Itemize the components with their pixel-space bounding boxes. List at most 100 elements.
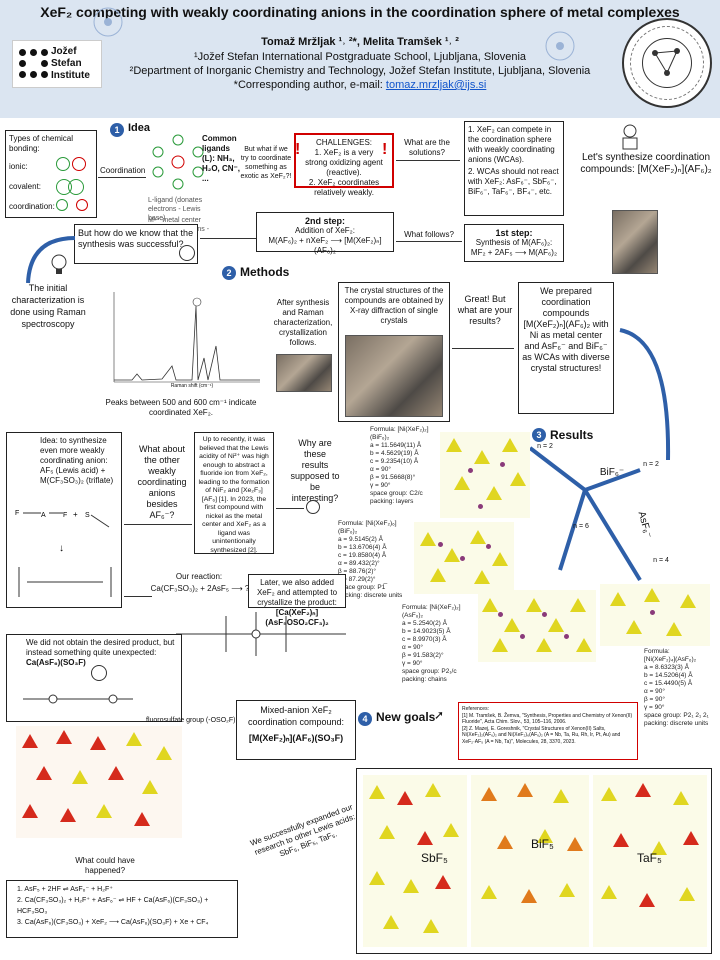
crystal-structure-1 (440, 432, 530, 518)
warning-icon: ! (295, 141, 301, 158)
raman-intro: The initial characterization is done usi… (10, 283, 86, 329)
formula-4-line: β = 90° (644, 696, 665, 703)
formula-3-line: α = 90° (402, 644, 423, 651)
later-text: Later, we also added XeF₂ and attempted … (256, 578, 338, 607)
ligands-text: Common ligands (L): NH₃, H₂O, CN⁻, ... (202, 134, 240, 183)
new-compounds-box: SbF₅ BiF₅ TaF₅ (356, 768, 712, 954)
complex-diagram-icon (152, 134, 204, 190)
step2-box: 2nd step: Addition of XeF₂: M(AF₆)₂ + nX… (256, 212, 394, 255)
crystal-structure-unexpected (16, 726, 182, 838)
lightbulb-icon (50, 254, 68, 276)
step1-box: 1st step: Synthesis of M(AF₆)₂: MF₂ + 2A… (464, 224, 564, 262)
unexpected-product: Ca(AsF₆)(SO₃F) (26, 658, 86, 667)
equation-2: 2. Ca(CF₃SO₃)₂ + H₂F⁺ + AsF₆⁻ ⇌ HF + Ca(… (17, 897, 209, 915)
bif5-label: BiF₅ (531, 837, 554, 851)
solution-1: 1. XeF₂ can compete in the coordination … (468, 125, 555, 164)
n4-label: n = 4 (653, 557, 669, 564)
but-what-text: But what if we try to coordinate somethi… (240, 146, 292, 180)
arrow-reaction (124, 596, 152, 597)
arrow-to-question (200, 238, 256, 239)
methods-title: Methods (240, 265, 290, 279)
equation-1: 1. AsF₅ + 2HF ⇌ AsF₆⁻ + H₂F⁺ (17, 886, 113, 893)
reference-1: [1] M. Tramšek, B. Žemva, "Synthesis, Pr… (462, 712, 633, 726)
metal-atom-icon (76, 199, 88, 211)
rocket-icon: ➚ (434, 708, 445, 722)
formula-1-line: c = 9.2354(10) Å (370, 458, 419, 465)
reaction-label: Our reaction: (175, 572, 223, 581)
step2-equation: M(AF₆)₂ + nXeF₂ ⟶ [M(XeF₂)ₙ](AF₆)₂ (268, 236, 382, 255)
n2b-label: n = 2 (643, 461, 659, 468)
challenges-title: CHALLENGES: (315, 138, 373, 147)
corresponding-label: *Corresponding author, e-mail: (233, 79, 386, 91)
formula-3-line: space group: P2₁/c (402, 668, 457, 675)
after-synthesis-text: After synthesis and Raman characterizati… (273, 298, 333, 347)
why-question: Why are these results supposed to be int… (290, 438, 340, 503)
prepared-text: We prepared coordination compounds [M(Xe… (522, 286, 610, 373)
idea-title: Idea (128, 122, 151, 134)
unexpected-box: We did not obtain the desired product, b… (6, 634, 182, 722)
formula-1: Formula: [Ni(XeF₂)₂](BiF₆)₂ a = 11.5649(… (370, 426, 440, 506)
formula-4-line: c = 15.4490(5) Å (644, 680, 693, 687)
thinking-face-icon (306, 500, 320, 514)
idea2-text: Idea: to synthesize even more weakly coo… (40, 436, 114, 485)
molecule-decor-icon (93, 7, 123, 37)
results-title: Results (550, 428, 594, 442)
how-know-text: But how do we know that the synthesis wa… (78, 228, 194, 249)
section-number-3: 3 (532, 428, 546, 442)
ionic-label: ionic: (9, 162, 28, 171)
svg-text:+: + (73, 510, 78, 519)
formula-4-line: a = 8.6323(3) Å (644, 664, 689, 671)
challenge-2: 2. XeF₂ coordinates relatively weakly. (308, 178, 380, 197)
svg-text:S: S (85, 512, 90, 519)
triflate-structure-diagram: F A F + S ↓ (15, 510, 112, 597)
covalent-atom-icon (68, 179, 84, 195)
synthesis-photo (612, 210, 658, 274)
sbf5-structure (363, 775, 467, 947)
shocked-face-icon (179, 245, 195, 261)
arrow-to-idea2 (124, 524, 192, 525)
coordination-arrow-label: Coordination (100, 166, 146, 175)
n6-label: n = 6 (573, 523, 589, 530)
formula-1-line: β = 91.5668(8)° (370, 474, 416, 481)
logo-dots (19, 49, 49, 79)
formula-3-line: β = 91.583(2)° (402, 652, 444, 659)
taf5-label: TaF₅ (637, 851, 662, 865)
covalent-label: covalent: (9, 182, 42, 191)
formula-3-line: c = 8.9970(3) Å (402, 636, 447, 643)
seal-graph-icon (652, 48, 680, 76)
email-link[interactable]: tomaz.mrzljak@ijs.si (385, 79, 487, 91)
formula-2-line: packing: discrete units (338, 592, 403, 599)
challenge-1: 1. XeF₂ is a very strong oxidizing agent… (305, 148, 383, 177)
reaction-equation: Ca(CF₃SO₃)₂ + 2AsF₅ ⟶ ? (150, 584, 250, 593)
section-number-2: 2 (222, 266, 236, 280)
later-product: [Ca(XeF₂)ₙ](AsF₅OSO₂CF₃)₂ (265, 608, 329, 627)
ionic-atom-icon (72, 157, 86, 171)
formula-4-line: b = 14.5206(4) Å (644, 672, 693, 679)
formula-2-line: γ = 87.29(2)° (338, 576, 376, 583)
raman-spectrum-plot (113, 292, 260, 383)
bif5-structure (471, 775, 589, 947)
solutions-box: 1. XeF₂ can compete in the coordination … (464, 121, 564, 216)
history-text: Up to recently, it was believed that the… (198, 436, 270, 554)
formula-3-line: γ = 90° (402, 660, 423, 667)
formula-1-line: γ = 90° (370, 482, 391, 489)
step1-equation: MF₂ + 2AF₅ ⟶ M(AF₆)₂ (470, 248, 558, 257)
history-box: Up to recently, it was believed that the… (194, 432, 274, 554)
fluorosulfate-diagram (23, 694, 133, 704)
formula-2-line: Formula: [Ni(XeF₂)₆](BiF₆)₂ (338, 520, 397, 535)
equation-3: 3. Ca(AsF₆)(CF₃SO₃) + XeF₂ ⟶ Ca(AsF₆)(SO… (17, 919, 209, 926)
reference-2: [2] Z. Mazej, E. Goreshnik, "Crystal Str… (462, 725, 621, 745)
formula-1-line: space group: C2/c (370, 490, 423, 497)
section-number-1: 1 (110, 123, 124, 137)
prepared-box: We prepared coordination compounds [M(Xe… (518, 282, 614, 414)
formula-4-line: space group: P2₁ 2₁ 2₁ (644, 712, 709, 719)
seal-center (642, 38, 692, 88)
svg-text:↓: ↓ (59, 543, 64, 554)
formula-2: Formula: [Ni(XeF₂)₆](BiF₆)₂ a = 9.5145(2… (338, 520, 414, 600)
crystal-structure-4 (600, 584, 710, 646)
references-box: References: [1] M. Tramšek, B. Žemva, "S… (458, 702, 638, 760)
step2-text: Addition of XeF₂: (294, 226, 356, 235)
poster-title: XeF₂ competing with weakly coordinating … (40, 4, 680, 20)
formula-1-line: α = 90° (370, 466, 391, 473)
seal-ring (630, 26, 704, 100)
